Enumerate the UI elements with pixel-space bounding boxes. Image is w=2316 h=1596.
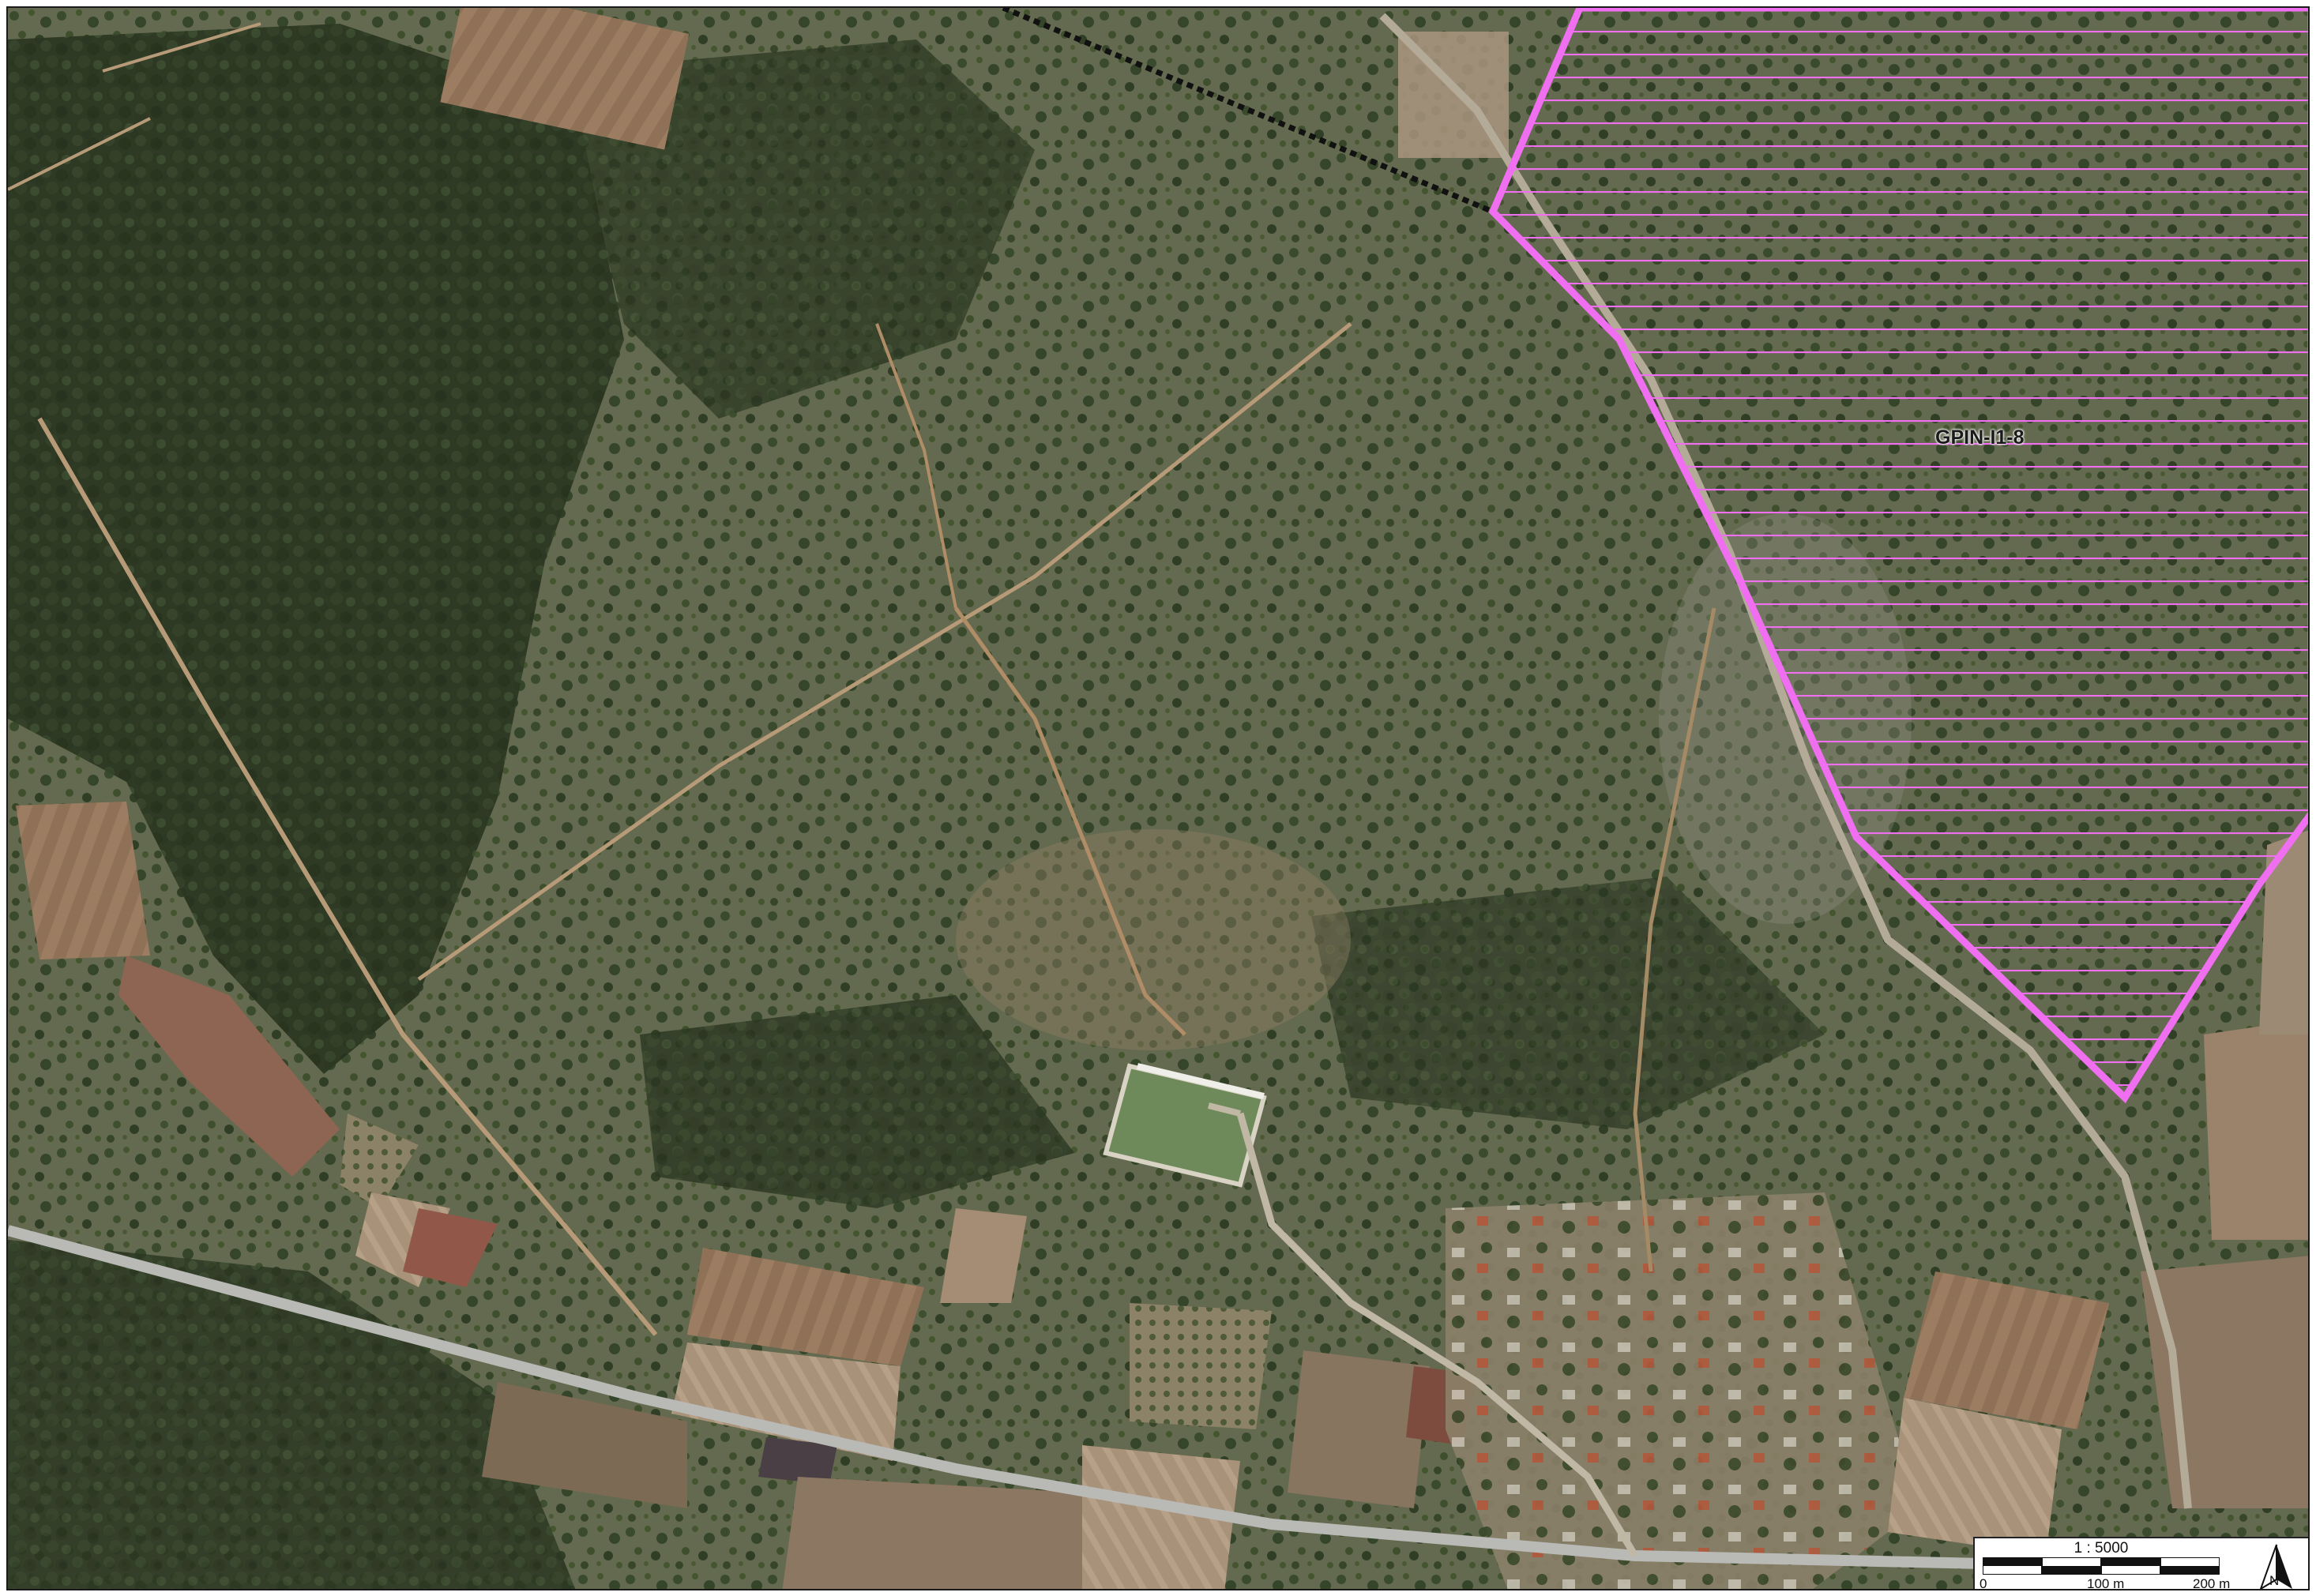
map-frame: GPIN-I1-8 1 : 5000 0 100 m 200 m N [6, 6, 2310, 1590]
north-letter: N [2269, 1573, 2280, 1588]
track-west-edge [8, 117, 151, 191]
scale-bar-panel: 1 : 5000 0 100 m 200 m N [1973, 1537, 2308, 1590]
forest-southwest [8, 1240, 576, 1589]
field-dark-plot [758, 1437, 837, 1485]
field-top [440, 8, 690, 150]
field-south-1 [687, 1248, 924, 1366]
scale-ratio: 1 : 5000 [2073, 1540, 2129, 1557]
scale-segment [2101, 1557, 2160, 1575]
north-arrow-icon [2259, 1544, 2292, 1589]
open-clearing [956, 829, 1351, 1050]
forest-east [1311, 877, 1825, 1129]
track-diagonal-center [417, 322, 1352, 982]
main-road [8, 1225, 2308, 1570]
polygon-label: GPIN-I1-8 [1935, 426, 2025, 449]
forest-central [640, 995, 1074, 1208]
scale-tick-0: 0 [1980, 1576, 1987, 1590]
scale-tick-100: 100 m [2087, 1576, 2125, 1590]
scale-segment [1983, 1557, 2042, 1575]
field-south-2 [671, 1343, 900, 1461]
field-west-4 [403, 1208, 498, 1287]
track-center-south [953, 606, 1186, 1036]
sports-field-stand [1137, 1063, 1265, 1099]
dense-forest-west [8, 24, 624, 1074]
field-south-5 [782, 1477, 1082, 1589]
forest-north [561, 39, 1035, 419]
field-southeast-1 [1904, 1271, 2109, 1429]
scale-segment [2042, 1557, 2101, 1575]
field-east-1 [2204, 1019, 2308, 1240]
scale-tick-200: 200 m [2193, 1576, 2231, 1590]
track-northwest [102, 22, 261, 73]
field-access-road [1208, 1102, 1241, 1117]
field-south-4 [482, 1382, 687, 1508]
track-north [875, 323, 957, 609]
field-south-7 [1288, 1350, 1430, 1508]
field-south-3 [940, 1208, 1027, 1303]
field-southeast-2 [1888, 1398, 2062, 1556]
scale-bar [1983, 1557, 2220, 1575]
field-west-1 [16, 802, 150, 959]
field-west-2 [118, 956, 340, 1177]
eastern-track [1633, 607, 1716, 1272]
village [1446, 1192, 1919, 1589]
orchard-south [1130, 1303, 1272, 1429]
field-east-3 [2259, 830, 2308, 1035]
field-south-6 [1082, 1445, 1240, 1589]
scale-segment [2160, 1557, 2220, 1575]
gpin-polygon[interactable] [1488, 8, 2310, 1104]
aerial-map[interactable] [8, 8, 2310, 1590]
village-road [1236, 1112, 1638, 1558]
track-diagonal-west [37, 417, 658, 1336]
orchard-west [340, 1113, 419, 1208]
